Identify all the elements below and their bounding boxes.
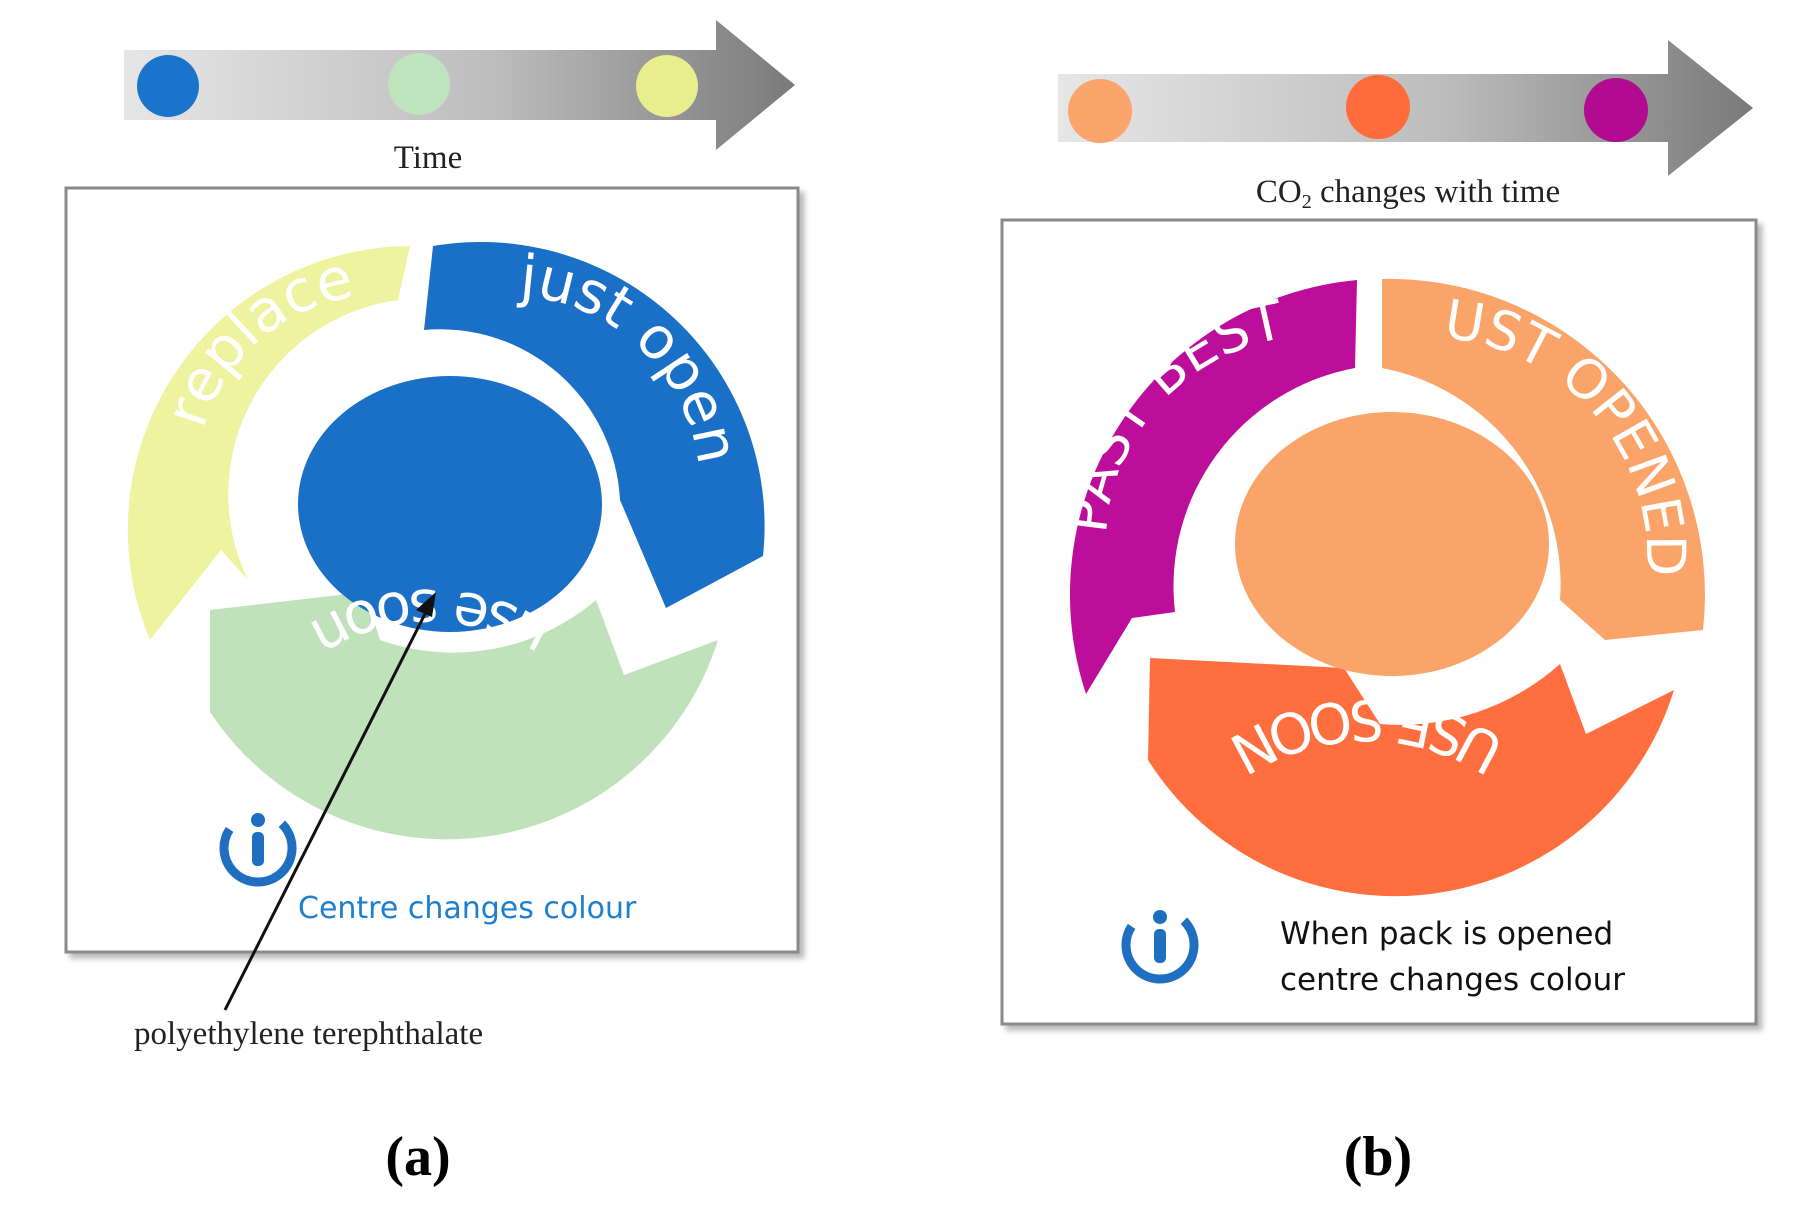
time-arrow: Time — [124, 20, 795, 176]
panel-a: Time replace just open use soon Centre c… — [64, 20, 800, 1188]
material-label: polyethylene terephthalate — [134, 1016, 483, 1052]
ring-segment-replace — [127, 246, 410, 640]
timeline-dot-1 — [1068, 79, 1132, 143]
time-label: Time — [394, 140, 462, 176]
co2-time-label: CO2 changes with time — [1256, 174, 1560, 213]
indicator-centre — [298, 376, 602, 632]
timeline-dot-1 — [137, 55, 199, 117]
material-pointer-arrow — [223, 592, 436, 1011]
indicator-centre — [1235, 412, 1549, 676]
ring-segment-use-soon — [1148, 658, 1674, 897]
timeline-dot-3 — [1584, 78, 1648, 142]
caption-line-1: When pack is opened — [1280, 916, 1613, 952]
centre-caption-a: Centre changes colour — [298, 891, 637, 926]
ring-segment-use-soon — [210, 592, 718, 840]
info-logo-icon — [1121, 906, 1199, 984]
panel-label-b: (b) — [1344, 1126, 1412, 1188]
co2-time-arrow: CO2 changes with time — [1058, 40, 1753, 213]
centre-caption-b: When pack is opened centre changes colou… — [1280, 916, 1625, 998]
ring-segment-just-opened — [1382, 278, 1705, 640]
caption-line-2: centre changes colour — [1280, 962, 1625, 998]
ring-segment-past-best — [1069, 280, 1357, 694]
panel-label-a: (a) — [385, 1126, 450, 1188]
info-logo-icon — [219, 809, 297, 887]
timeline-dot-2 — [1346, 75, 1410, 139]
ring-segment-just-open — [424, 241, 765, 608]
timeline-dot-3 — [636, 55, 698, 117]
timeline-dot-2 — [388, 53, 450, 115]
